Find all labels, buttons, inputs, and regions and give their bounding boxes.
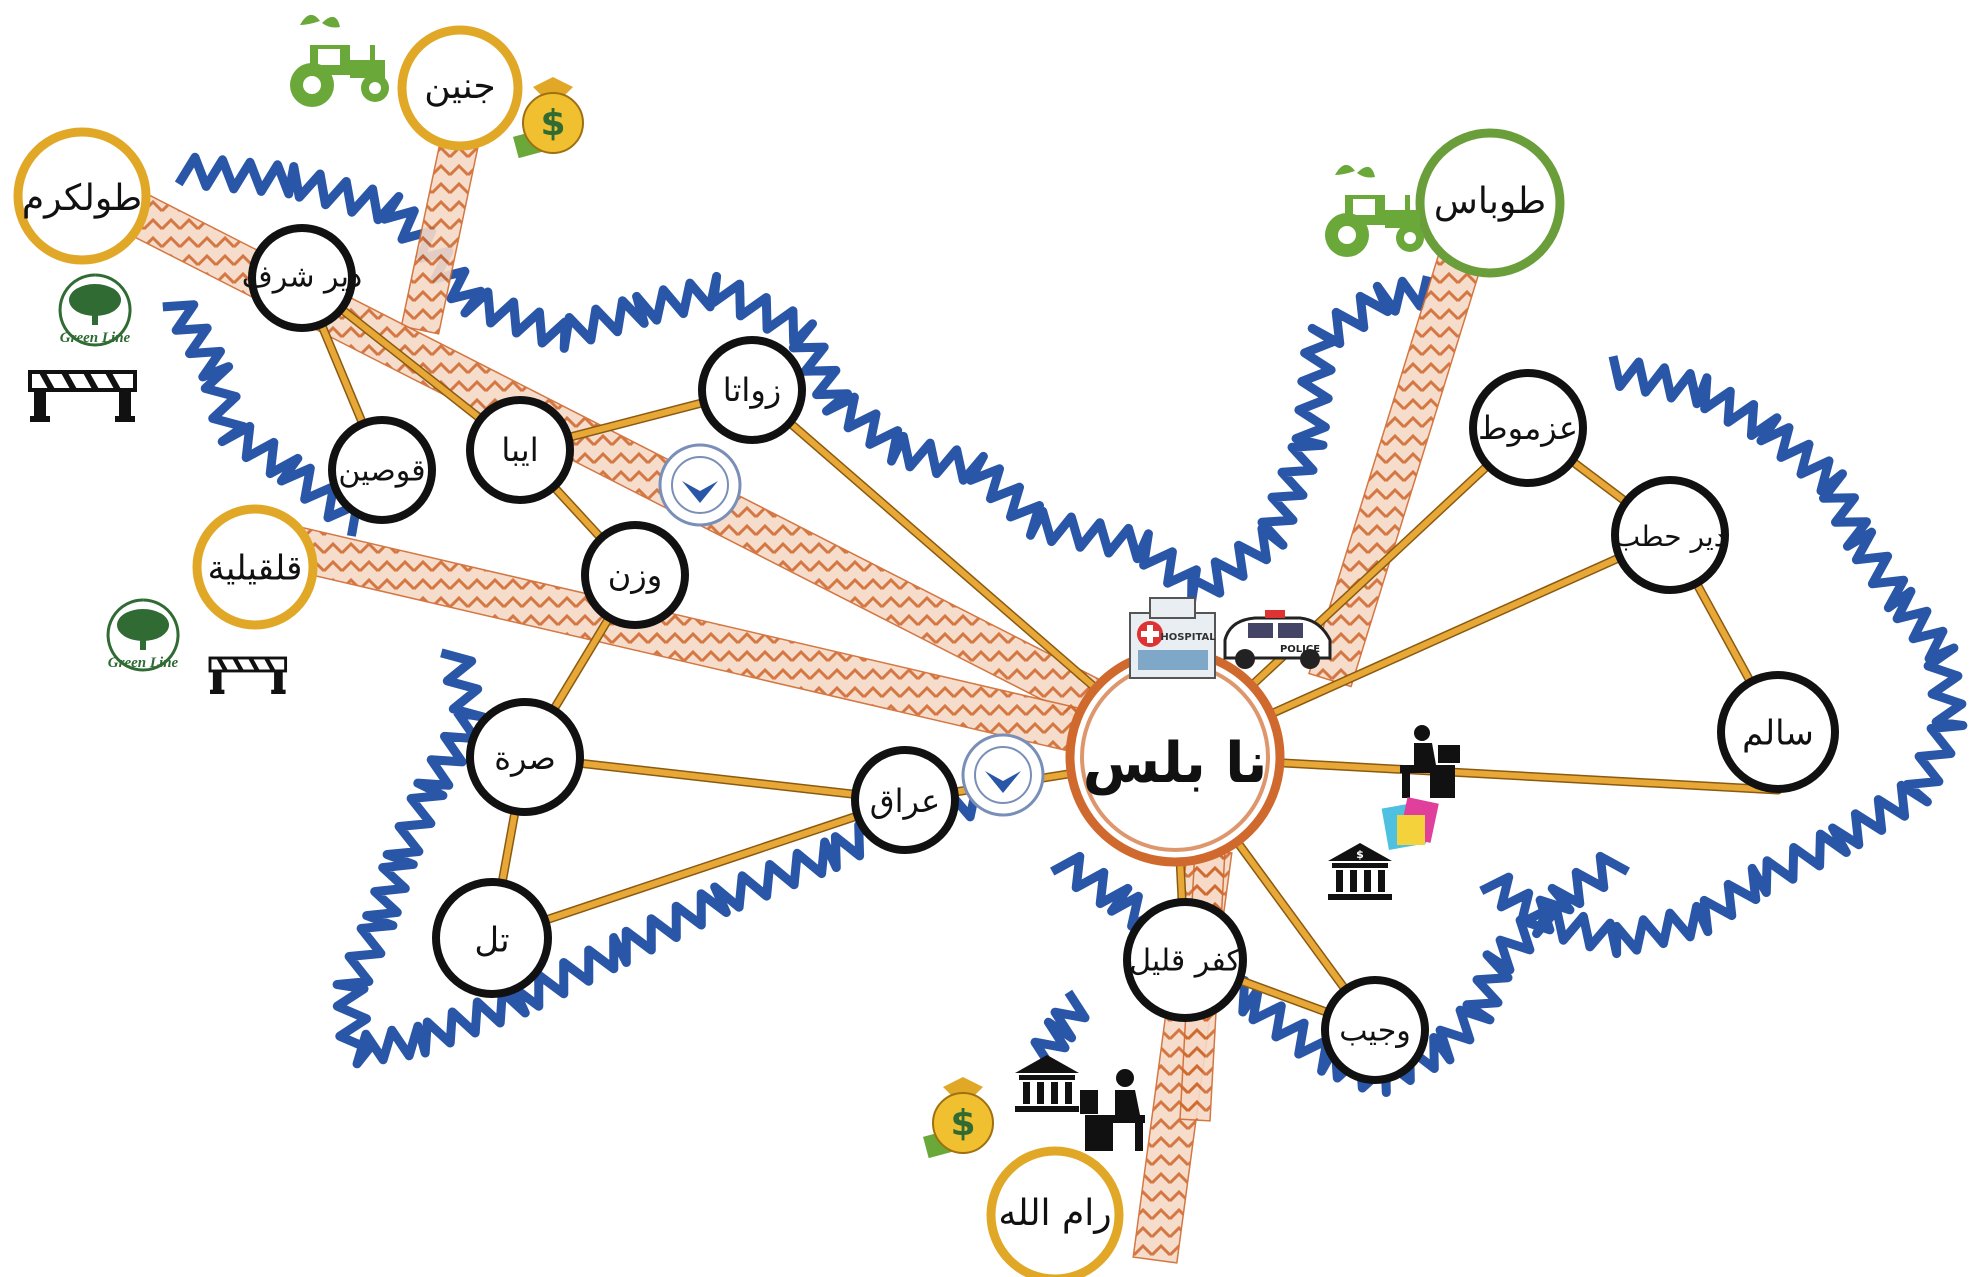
city-qalqilya: قلقيلية [192, 504, 318, 630]
tractor-icon [290, 14, 389, 107]
city-ramallah: رام الله [986, 1146, 1124, 1277]
town-label: دير حطب [1614, 520, 1726, 553]
green-line-logo-icon: Green Line [58, 273, 132, 347]
university-seal-icon [961, 733, 1045, 817]
dollar-sign: $ [1356, 848, 1364, 861]
blue-zigzag-line [332, 648, 982, 1069]
city-label: طوباس [1434, 181, 1546, 222]
road-line [522, 754, 908, 803]
town-label: وجيب [1339, 1014, 1411, 1049]
town-deir-hatab: دير حطب [1611, 476, 1729, 594]
blue-zigzag-line [418, 246, 1432, 606]
town-label: صرة [494, 739, 556, 777]
city-label: طولكرم [22, 178, 142, 219]
blue-zigzag-line [162, 300, 362, 537]
town-label: سالم [1742, 714, 1814, 754]
nodes-layer: نا بلس جنين طولكرم قلقيلية طوباس رام الل… [13, 25, 1839, 1277]
town-tal: تل [432, 878, 552, 998]
town-iba: ايبا [466, 396, 574, 504]
barrier-icon [28, 370, 137, 422]
town-sarra: صرة [466, 698, 584, 816]
icons-layer: $ $ Green Line Green Line [28, 14, 1460, 1159]
town-wazn: وزن [581, 521, 689, 629]
money-bag-icon: $ [513, 77, 584, 159]
town-label: قوصين [338, 454, 425, 489]
city-tubas: طوباس [1415, 128, 1565, 278]
hospital-icon: HOSPITAL [1129, 597, 1216, 679]
town-zawata: زواتا [698, 336, 806, 444]
town-label: دير شرف [242, 260, 363, 295]
office-worker-icon [1080, 1069, 1145, 1151]
office-worker-icon [1400, 725, 1460, 798]
police-text: POLICE [1280, 644, 1320, 655]
dollar-sign: $ [540, 103, 565, 144]
city-label: قلقيلية [208, 549, 303, 589]
city-jenin: جنين [397, 25, 523, 151]
hospital-text: HOSPITAL [1160, 632, 1216, 643]
town-label: وزن [608, 556, 662, 594]
town-label: عزموط [1478, 409, 1578, 447]
hub-nablus: نا بلس [1065, 647, 1285, 867]
town-iraq: عراق [851, 746, 959, 854]
town-quseen: قوصين [328, 416, 436, 524]
bank-icon [1015, 1055, 1079, 1112]
town-label: ايبا [501, 431, 538, 469]
tractor-icon [1325, 164, 1424, 257]
police-car-icon: POLICE [1223, 610, 1332, 669]
town-deir-sharaf: دير شرف [242, 224, 363, 332]
town-kafr-qalil: كفر قليل [1123, 898, 1247, 1022]
money-bag-icon: $ [923, 1077, 994, 1159]
blue-zigzag-line [1030, 989, 1090, 1071]
hub-label: نا بلس [1083, 731, 1268, 796]
city-label: رام الله [998, 1193, 1111, 1234]
town-azmut: عزموط [1469, 369, 1587, 487]
city-label: جنين [424, 66, 495, 107]
bank-icon: $ [1328, 843, 1392, 900]
town-label: تل [474, 921, 509, 961]
university-seal-icon [658, 443, 742, 527]
town-label: زواتا [723, 371, 781, 409]
dollar-sign: $ [950, 1103, 975, 1144]
barrier-icon [208, 656, 288, 694]
green-line-logo-icon: Green Line [106, 598, 180, 672]
green-line-text: Green Line [60, 330, 131, 346]
shopping-bags-icon [1381, 797, 1439, 850]
town-label: عراق [870, 782, 940, 820]
road-line [489, 797, 908, 941]
town-salem: سالم [1717, 671, 1839, 793]
blue-zigzag-line [1479, 355, 1968, 959]
city-tulkarm: طولكرم [13, 127, 151, 265]
green-line-text: Green Line [108, 655, 179, 671]
town-wajib: وجيب [1321, 976, 1429, 1084]
blue-zigzag-line [174, 152, 437, 261]
town-label: كفر قليل [1129, 944, 1241, 979]
